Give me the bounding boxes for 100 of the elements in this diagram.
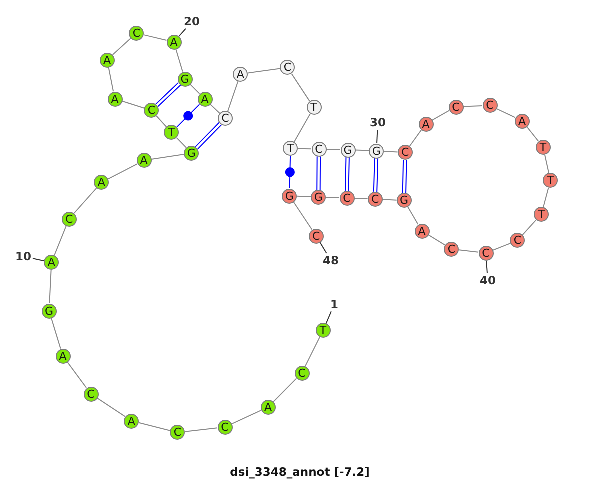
nucleotide-circle: A [94, 175, 110, 190]
backbone-line [428, 234, 446, 246]
nucleotide-circle: A [100, 52, 115, 68]
nucleotide-circle: G [311, 190, 326, 205]
backbone-line [122, 100, 146, 109]
nucleotide-circle: C [340, 190, 354, 206]
nucleotide-circle: C [478, 246, 494, 261]
nucleotide-circle: G [178, 72, 192, 86]
leader-line [32, 258, 45, 262]
nucleotide-circle: C [444, 242, 460, 257]
backbone-line [432, 110, 450, 121]
base-pair-line [345, 156, 350, 192]
leader-line [178, 28, 186, 38]
base-pair-line [155, 82, 182, 108]
backbone-line [54, 225, 67, 256]
backbone-line [354, 198, 368, 200]
backbone-line [108, 66, 114, 92]
backbone-line [382, 199, 398, 201]
position-number: 20 [184, 16, 200, 28]
backbone-line [543, 187, 550, 208]
backbone-line [108, 164, 138, 180]
nucleotide-circle: C [280, 60, 296, 76]
leader-line [320, 242, 328, 254]
backbone-line [50, 318, 62, 350]
nucleotide-circle: A [108, 92, 122, 106]
structure-caption: dsi_3348_annot [-7.2] [230, 466, 370, 479]
backbone-line [463, 105, 483, 108]
nucleotide-circle: A [233, 66, 248, 82]
base-pair-line [402, 159, 408, 194]
nucleotide-circle: T [543, 173, 558, 188]
backbone-line [176, 48, 184, 72]
backbone-line [96, 398, 126, 418]
nucleotide-circle: C [218, 420, 232, 435]
nucleotide-circle: T [316, 323, 331, 338]
backbone-line [49, 270, 52, 304]
backbone-line [210, 104, 221, 114]
base-pair-line [176, 104, 200, 128]
backbone-line [298, 148, 312, 150]
nucleotide-circle: C [84, 386, 98, 402]
nucleotide-circle: T [306, 100, 322, 116]
backbone-line [231, 410, 262, 425]
backbone-line [326, 197, 340, 199]
backbone-line [544, 154, 550, 174]
nucleotide-circle: C [218, 111, 233, 126]
base-pair-line [285, 156, 295, 189]
backbone-line [143, 34, 168, 42]
backbone-line [291, 73, 310, 102]
nucleotide-circle: A [44, 255, 60, 270]
backbone-line [138, 422, 171, 432]
position-number: 10 [16, 250, 32, 262]
position-number: 1 [330, 298, 338, 310]
backbone-line [293, 202, 313, 230]
nucleotide-circle: C [170, 425, 186, 440]
backbone-line [66, 362, 88, 388]
backbone-line [409, 130, 422, 148]
nucleotide-circle: C [482, 98, 498, 114]
backbone-line [458, 250, 480, 253]
nucleotide-circle: C [368, 192, 383, 207]
backbone-line [384, 150, 398, 153]
nucleotide-circle: C [510, 233, 526, 248]
nucleotide-circle: A [166, 34, 182, 50]
backbone-line [184, 428, 218, 432]
nucleotide-circle: G [282, 188, 298, 204]
backbone-line [273, 378, 298, 402]
backbone-line [156, 116, 168, 128]
nucleotide-circle: A [136, 153, 152, 168]
nucleotide-circle: G [396, 193, 412, 208]
nucleotide-circle: T [536, 140, 551, 155]
nucleotide-circle: G [42, 304, 57, 318]
nucleotide-circle: G [184, 146, 200, 161]
position-number: 40 [480, 274, 496, 286]
nucleotide-circle: T [534, 206, 550, 222]
nucleotide-circle: A [514, 114, 530, 128]
nucleotide-circle: C [448, 100, 464, 114]
backbone-line [112, 38, 132, 56]
nucleotide-circle: A [414, 224, 430, 238]
nucleotide-circle: A [56, 348, 70, 364]
nucleotide-circle: T [164, 125, 180, 140]
leader-line [486, 260, 488, 274]
position-number: 30 [370, 117, 386, 129]
backbone-line [496, 108, 516, 118]
nucleotide-circle: C [398, 145, 413, 160]
base-pair-line [195, 122, 222, 150]
nucleotide-circle: G [340, 142, 356, 158]
backbone-line [227, 80, 239, 112]
nucleotide-circle: C [294, 366, 310, 381]
backbone-line [176, 138, 187, 148]
backbone-line [296, 196, 312, 198]
backbone-line [190, 84, 200, 94]
backbone-line [74, 188, 98, 214]
backbone-line [492, 242, 512, 252]
nucleotide-circle: G [369, 144, 384, 158]
nucleotide-circle: C [129, 26, 144, 41]
nucleotide-circle: A [124, 414, 140, 428]
base-pair-line [316, 156, 322, 190]
position-number: 48 [323, 254, 339, 266]
backbone-line [526, 126, 540, 142]
nucleotide-circle: C [308, 228, 324, 244]
backbone-line [522, 219, 538, 236]
backbone-line [304, 336, 320, 368]
